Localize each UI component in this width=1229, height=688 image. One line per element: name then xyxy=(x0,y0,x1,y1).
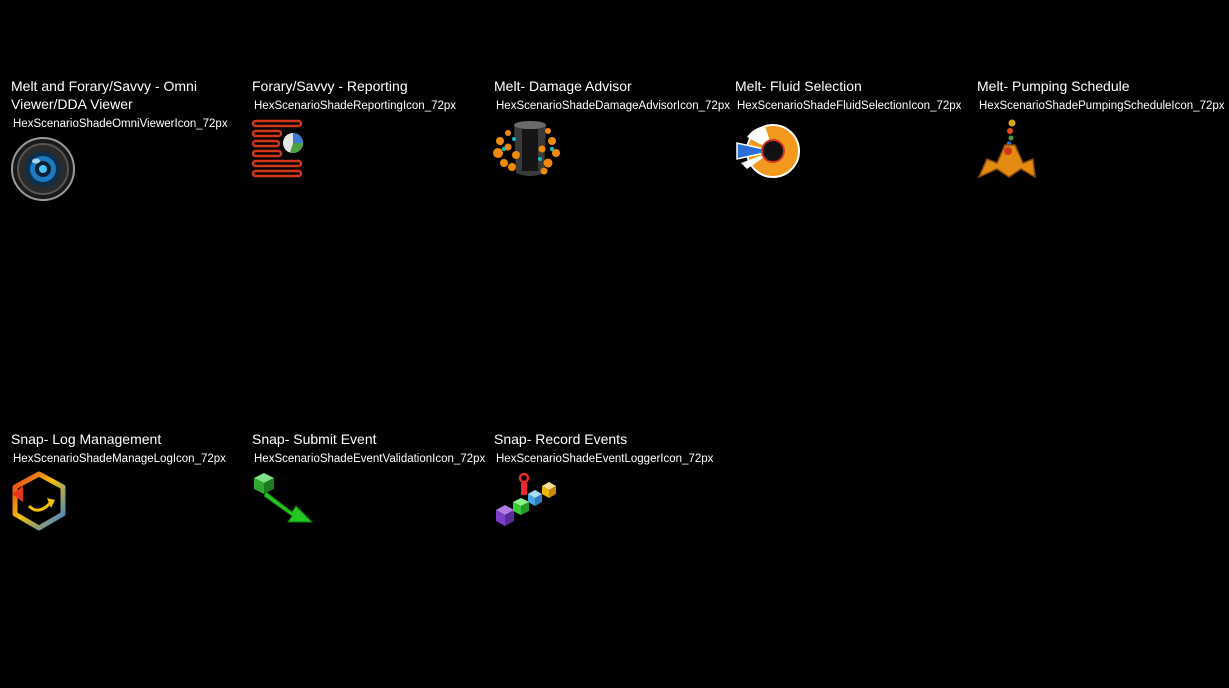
tile-omni-viewer[interactable]: Melt and Forary/Savvy - Omni Viewer/DDA … xyxy=(11,77,247,203)
tile-submit-event[interactable]: Snap- Submit Event HexScenarioShadeEvent… xyxy=(252,430,488,538)
tile-reporting[interactable]: Forary/Savvy - Reporting HexScenarioShad… xyxy=(251,77,488,185)
tile-subtitle: HexScenarioShadePumpingScheduleIcon_72px xyxy=(979,100,1225,112)
cube-arrow-icon xyxy=(252,472,318,538)
cubes-chain-icon xyxy=(494,472,560,538)
tile-title: Forary/Savvy - Reporting xyxy=(252,78,408,94)
tile-damage-advisor[interactable]: Melt- Damage Advisor HexScenarioShadeDam… xyxy=(493,77,730,185)
tile-title: Snap- Record Events xyxy=(494,431,628,447)
tile-subtitle: HexScenarioShadeManageLogIcon_72px xyxy=(13,453,226,465)
tile-title: Melt- Pumping Schedule xyxy=(977,78,1130,94)
tile-title: Melt- Fluid Selection xyxy=(735,78,862,94)
fluid-gauge-icon xyxy=(735,119,801,185)
tile-fluid-selection[interactable]: Melt- Fluid Selection HexScenarioShadeFl… xyxy=(735,77,971,185)
tile-subtitle: HexScenarioShadeDamageAdvisorIcon_72px xyxy=(496,100,730,112)
tile-subtitle: HexScenarioShadeOmniViewerIcon_72px xyxy=(13,118,228,130)
tile-pumping-schedule[interactable]: Melt- Pumping Schedule HexScenarioShadeP… xyxy=(977,77,1225,185)
hexagon-refresh-icon xyxy=(11,471,77,538)
tile-subtitle: HexScenarioShadeReportingIcon_72px xyxy=(254,100,457,112)
tile-title: Snap- Submit Event xyxy=(252,431,377,447)
tile-subtitle: HexScenarioShadeEventValidationIcon_72px xyxy=(254,453,486,465)
tile-subtitle: HexScenarioShadeFluidSelectionIcon_72px xyxy=(737,100,962,112)
tile-title: Snap- Log Management xyxy=(11,431,162,447)
report-chart-icon xyxy=(251,119,318,185)
tile-record-events[interactable]: Snap- Record Events HexScenarioShadeEven… xyxy=(494,430,730,538)
tile-log-management[interactable]: Snap- Log Management HexScenarioShadeMan… xyxy=(11,430,247,538)
camera-lens-icon xyxy=(11,137,77,203)
damage-cylinder-icon xyxy=(493,119,560,185)
pumping-arrows-icon xyxy=(977,119,1043,185)
tile-title: Melt- Damage Advisor xyxy=(494,78,632,94)
tile-title: Melt and Forary/Savvy - Omni Viewer/DDA … xyxy=(11,78,197,112)
tile-subtitle: HexScenarioShadeEventLoggerIcon_72px xyxy=(496,453,714,465)
